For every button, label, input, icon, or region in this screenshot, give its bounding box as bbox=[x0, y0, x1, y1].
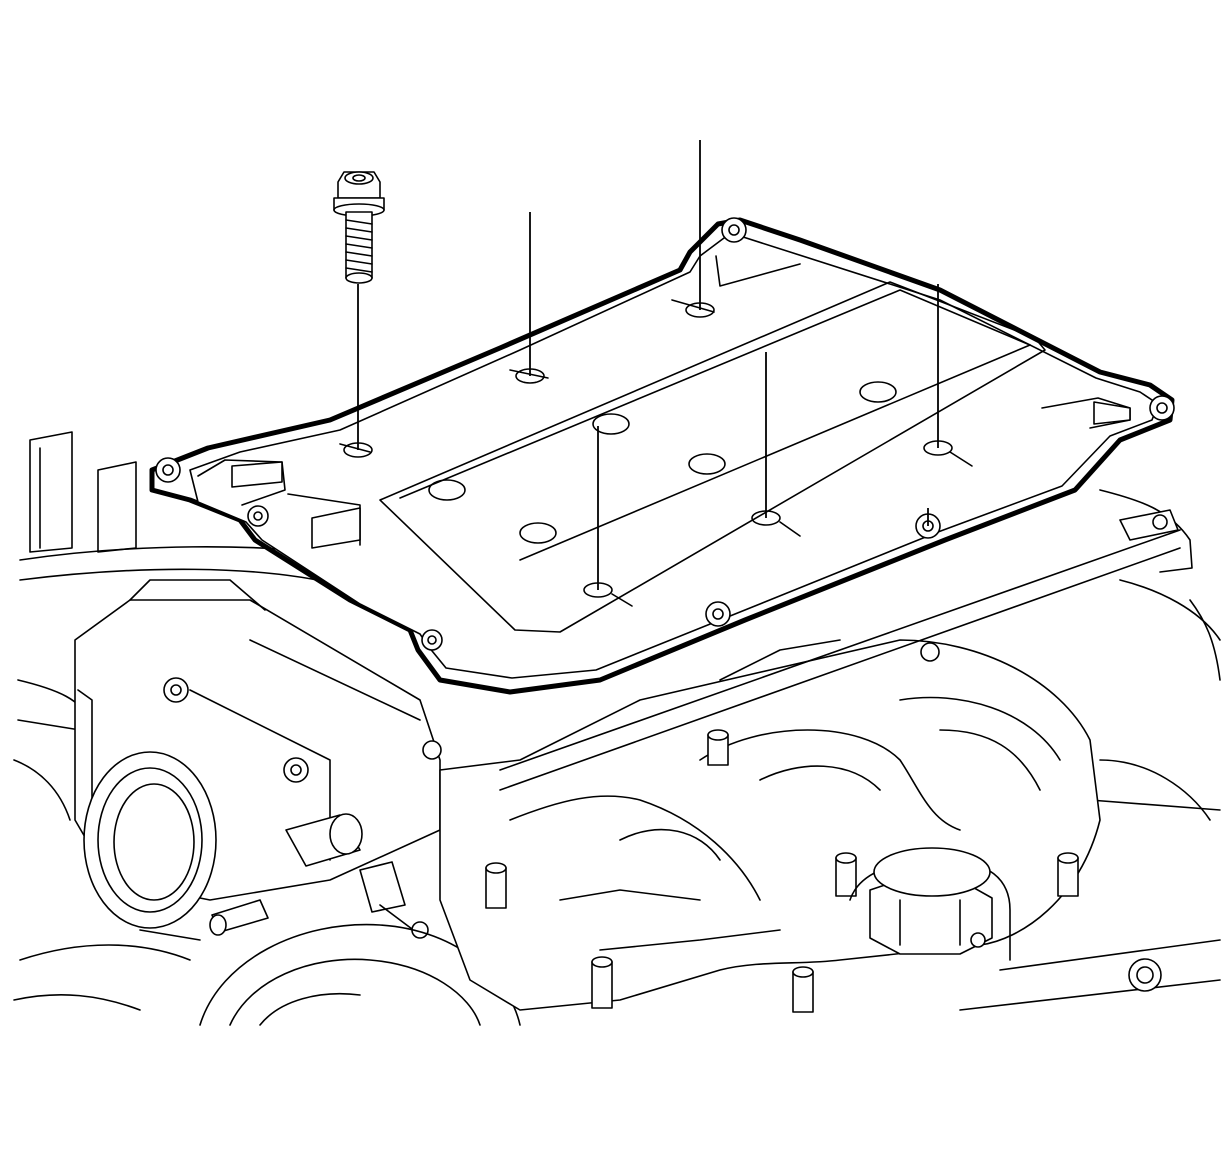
cover-bolt bbox=[333, 171, 385, 284]
bolt-holes bbox=[339, 299, 973, 607]
oil-filler-cap bbox=[849, 847, 1011, 961]
lower-rail bbox=[499, 509, 1181, 791]
engine-background bbox=[13, 431, 1221, 1011]
cover-gasket bbox=[149, 217, 1175, 695]
intake-manifold bbox=[439, 639, 1101, 1013]
throttle-body bbox=[74, 579, 442, 939]
bolt-leader-lines bbox=[357, 140, 939, 590]
upper-intake-manifold-cover bbox=[155, 217, 1175, 679]
